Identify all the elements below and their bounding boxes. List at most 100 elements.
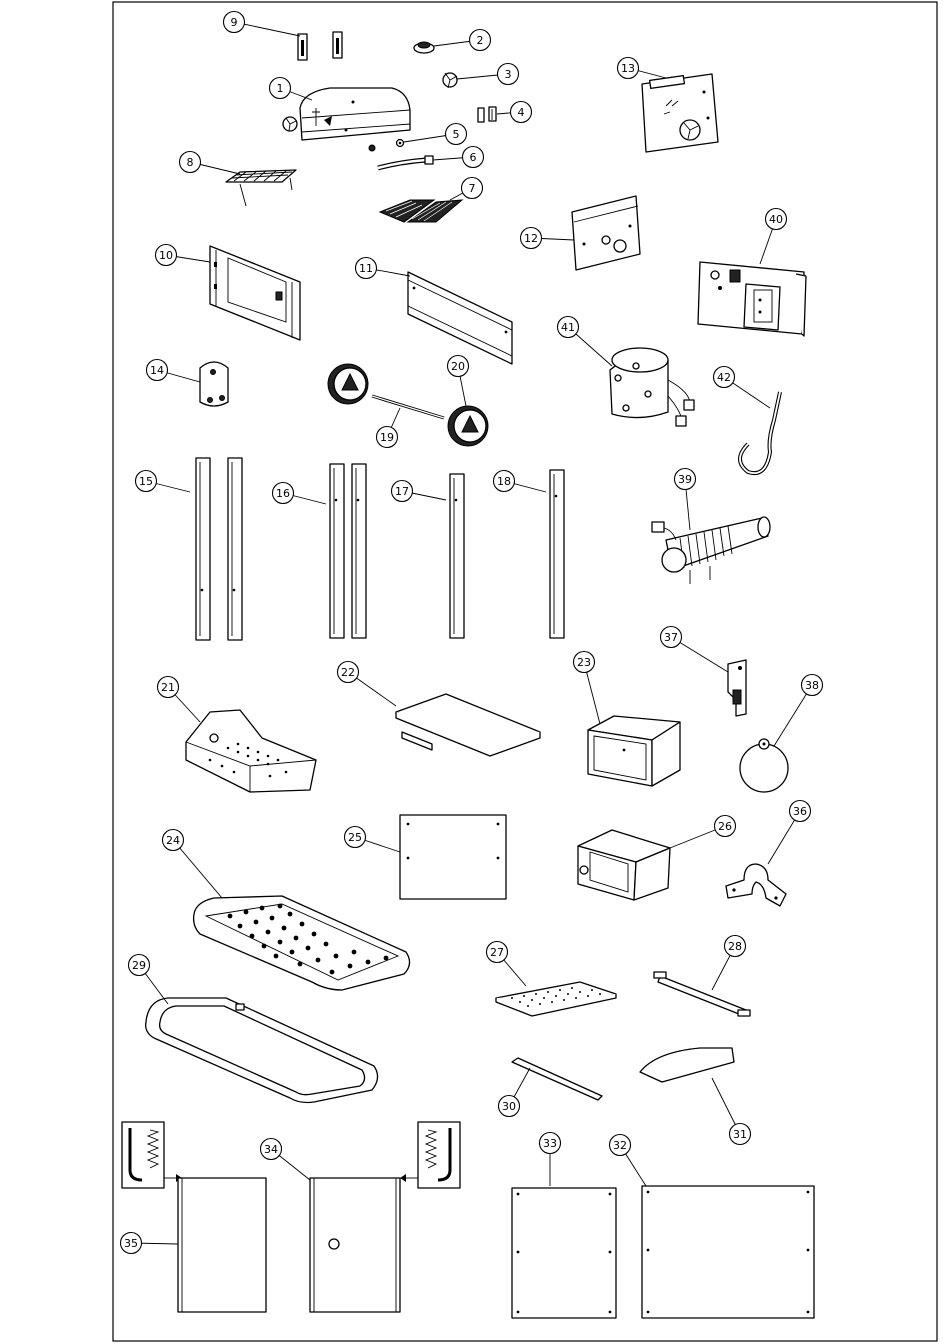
callout-number: 7 xyxy=(469,182,476,195)
callout-number: 31 xyxy=(733,1128,747,1141)
callout-number: 8 xyxy=(187,156,194,169)
callout-28: 28 xyxy=(725,936,746,957)
part-15-legs xyxy=(196,458,242,640)
part-12-back-plate xyxy=(572,196,640,270)
part-31-side-shelf xyxy=(640,1048,734,1082)
callout-38: 38 xyxy=(802,675,823,696)
leader-line-24 xyxy=(173,840,222,898)
callout-21: 21 xyxy=(158,677,179,698)
callout-number: 40 xyxy=(769,213,783,226)
callout-3: 3 xyxy=(498,64,519,85)
part-36-clamp xyxy=(726,864,786,906)
callout-number: 22 xyxy=(341,666,355,679)
callout-number: 1 xyxy=(277,82,284,95)
callout-39: 39 xyxy=(675,469,696,490)
callout-number: 29 xyxy=(132,959,146,972)
part-35-door-left xyxy=(178,1178,266,1312)
part-39-burner-tube xyxy=(652,517,770,584)
callout-12: 12 xyxy=(521,228,542,249)
callout-number: 12 xyxy=(524,232,538,245)
callout-37: 37 xyxy=(661,627,682,648)
callout-number: 14 xyxy=(150,364,164,377)
callout-number: 9 xyxy=(231,16,238,29)
callout-5: 5 xyxy=(446,124,467,145)
part-26-small-box xyxy=(578,830,670,900)
part-6-tube xyxy=(378,156,433,168)
callout-31: 31 xyxy=(730,1124,751,1145)
callout-35: 35 xyxy=(121,1233,142,1254)
part-14-bracket xyxy=(200,362,228,406)
part-9-hinge-clips xyxy=(298,32,342,60)
callout-30: 30 xyxy=(499,1096,520,1117)
callout-2: 2 xyxy=(470,30,491,51)
part-37-latch xyxy=(728,660,746,716)
callout-15: 15 xyxy=(136,471,157,492)
callout-number: 16 xyxy=(276,487,290,500)
callout-20: 20 xyxy=(448,356,469,377)
callout-14: 14 xyxy=(147,360,168,381)
callout-number: 15 xyxy=(139,475,153,488)
callout-36: 36 xyxy=(790,801,811,822)
part-33-panel xyxy=(512,1188,616,1318)
callout-number: 27 xyxy=(490,946,504,959)
callout-10: 10 xyxy=(156,245,177,266)
part-40-control-box xyxy=(698,262,806,336)
part-2-knob xyxy=(414,42,434,53)
part-24-grid-plate xyxy=(194,896,410,990)
callout-number: 5 xyxy=(453,128,460,141)
part-25-plate xyxy=(400,815,506,899)
callout-23: 23 xyxy=(574,652,595,673)
part-10-side-frame xyxy=(210,246,300,340)
callout-number: 17 xyxy=(395,485,409,498)
part-11-front-rail xyxy=(408,272,512,364)
part-19-axle xyxy=(372,396,444,418)
part-29-frame-ring xyxy=(146,998,378,1103)
callout-number: 24 xyxy=(166,834,180,847)
callout-number: 21 xyxy=(161,681,175,694)
callout-number: 41 xyxy=(561,321,575,334)
callout-number: 18 xyxy=(497,475,511,488)
part-13-rear-panel xyxy=(642,74,718,152)
callout-34: 34 xyxy=(261,1139,282,1160)
part-41-burner-regulator xyxy=(610,348,694,426)
callout-8: 8 xyxy=(180,152,201,173)
part-23-open-box xyxy=(588,716,680,786)
callout-7: 7 xyxy=(462,178,483,199)
callout-18: 18 xyxy=(494,471,515,492)
callout-9: 9 xyxy=(224,12,245,33)
callout-number: 11 xyxy=(359,262,373,275)
callout-11: 11 xyxy=(356,258,377,279)
callout-number: 26 xyxy=(718,820,732,833)
callout-25: 25 xyxy=(345,827,366,848)
callout-19: 19 xyxy=(377,427,398,448)
callout-26: 26 xyxy=(715,816,736,837)
callout-33: 33 xyxy=(540,1133,561,1154)
callout-number: 6 xyxy=(470,151,477,164)
callout-number: 30 xyxy=(502,1100,516,1113)
part-18-leg xyxy=(550,470,564,638)
page-border xyxy=(113,2,937,1341)
part-30-flat-bar xyxy=(512,1058,602,1100)
callout-16: 16 xyxy=(273,483,294,504)
callout-number: 23 xyxy=(577,656,591,669)
callout-number: 34 xyxy=(264,1143,278,1156)
callout-number: 39 xyxy=(678,473,692,486)
callout-17: 17 xyxy=(392,481,413,502)
callout-number: 33 xyxy=(543,1137,557,1150)
callout-27: 27 xyxy=(487,942,508,963)
callout-number: 42 xyxy=(717,371,731,384)
part-17-leg xyxy=(450,474,464,638)
callout-number: 37 xyxy=(664,631,678,644)
callout-22: 22 xyxy=(338,662,359,683)
part-21-tray-holder xyxy=(186,710,316,792)
callout-number: 4 xyxy=(518,106,525,119)
callout-number: 35 xyxy=(124,1237,138,1250)
spring-detail-left xyxy=(122,1122,182,1188)
part-42-hook xyxy=(740,392,780,473)
callout-42: 42 xyxy=(714,367,735,388)
part-34-door-right xyxy=(310,1178,400,1312)
part-22-drip-pan xyxy=(396,694,540,756)
part-20-wheels xyxy=(328,364,488,446)
